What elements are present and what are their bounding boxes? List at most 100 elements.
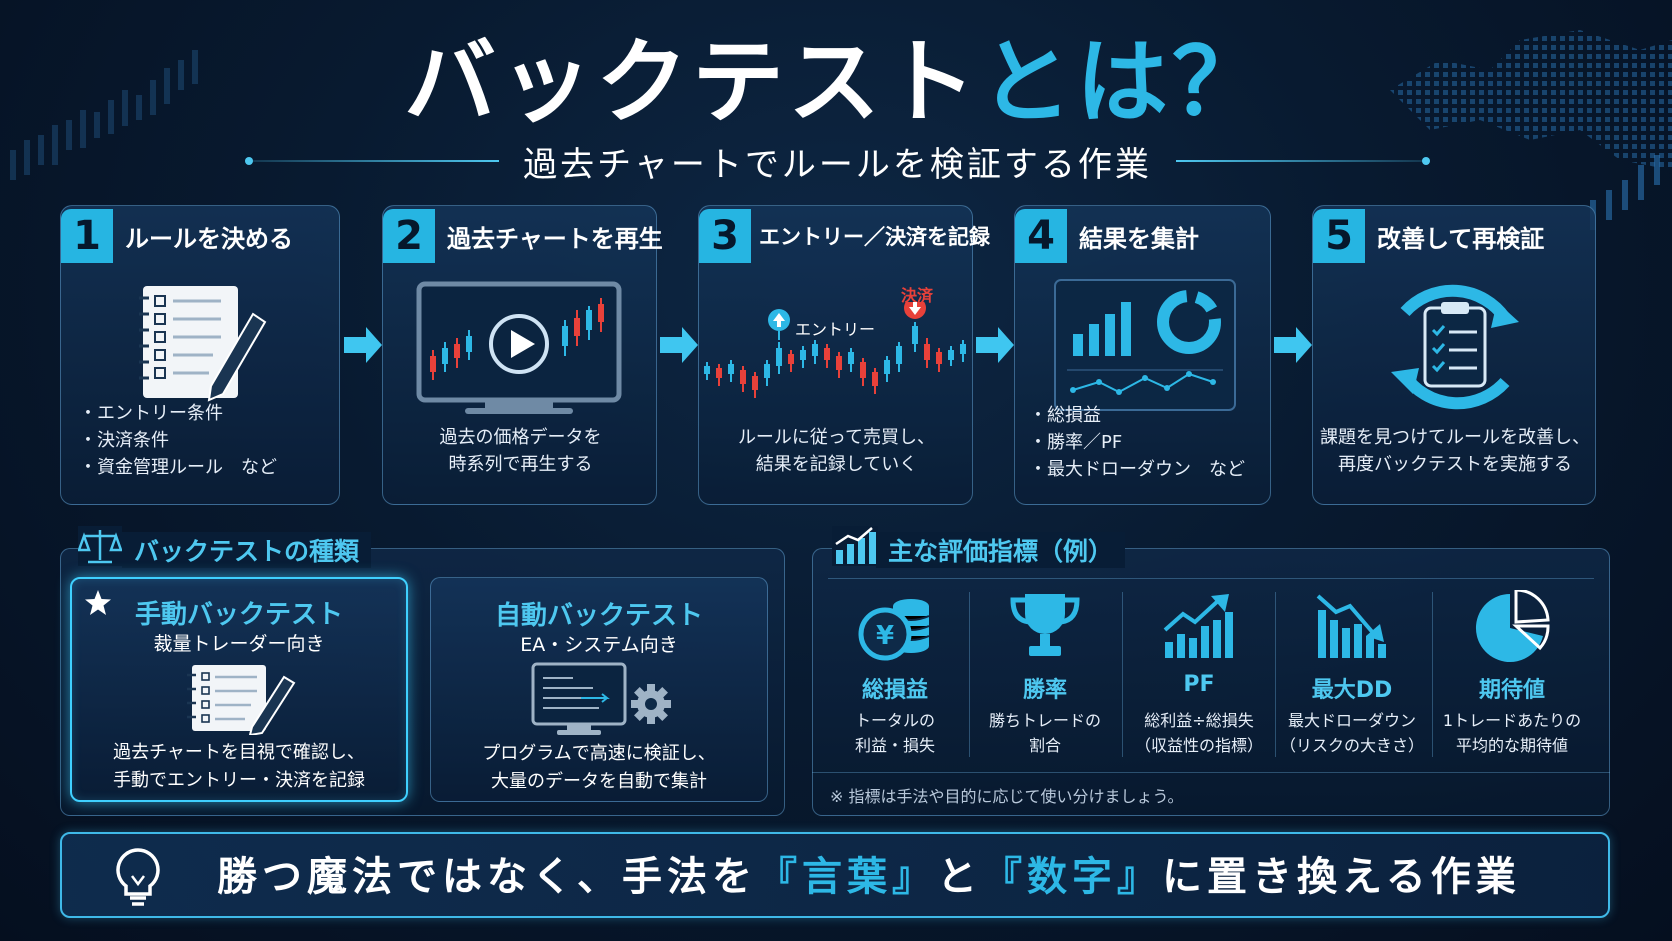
step-line: ・資金管理ルール など (79, 457, 277, 478)
metric-description: トータルの 利益・損失 (820, 708, 970, 758)
auto-backtest-card: 自動バックテスト EA・システム向き プログラムで高速に検証し、 大量のデータを… (430, 577, 768, 802)
metric-description: 最大ドローダウン （リスクの大きさ） (1277, 708, 1427, 758)
metric-separator (969, 592, 970, 757)
bar-chart-icon (832, 526, 878, 566)
metric-win-rate: 勝率 勝ちトレードの 割合 (970, 590, 1120, 760)
step-header: 2 過去チャートを再生 (383, 206, 663, 266)
step-header: 5 改善して再検証 (1313, 206, 1544, 266)
background-world-map (1390, 30, 1672, 170)
card-line: プログラムで高速に検証し、 (482, 743, 716, 764)
step-header: 3 エントリー／決済を記録 (699, 206, 990, 266)
flow-arrow-icon (660, 327, 698, 363)
flow-arrow-icon (344, 327, 382, 363)
summary-part3: に置き換える作業 (1162, 854, 1521, 900)
falling-chart-icon (1316, 594, 1386, 658)
metrics-title: 主な評価指標（例） (876, 532, 1126, 568)
step-number: 2 (383, 209, 435, 263)
auto-backtest-subtitle: EA・システム向き (520, 634, 678, 656)
step-title: 過去チャートを再生 (447, 224, 663, 253)
manual-backtest-title: 手動バックテスト (134, 600, 343, 630)
entry-label: エントリー (795, 320, 876, 339)
star-icon (85, 590, 111, 615)
metric-line: （リスクの大きさ） (1279, 736, 1424, 755)
metric-name: 勝率 (1022, 678, 1067, 703)
title-part1: バックテスト (403, 29, 980, 136)
cycle-clipboard-icon (1391, 284, 1519, 410)
step-line: ・エントリー条件 (79, 403, 223, 424)
metric-description: 総利益÷総損失 （収益性の指標） (1124, 708, 1274, 758)
metric-separator (1432, 592, 1433, 757)
metric-line: 総利益÷総損失 (1144, 711, 1254, 730)
metric-name: 総損益 (861, 678, 928, 703)
dashboard-icon (1054, 279, 1236, 411)
summary-keyword-numbers: 『数字』 (982, 854, 1162, 900)
backtest-types-title: バックテストの種類 (122, 532, 372, 568)
step-title: 改善して再検証 (1377, 224, 1545, 253)
candlestick-chart-icon (704, 302, 966, 398)
metric-name: 最大DD (1311, 678, 1393, 703)
step-description: ルールに従って売買し、 結果を記録していく (699, 424, 974, 478)
step-number: 1 (61, 209, 113, 263)
card-line: 手動でエントリー・決済を記録 (113, 770, 365, 791)
exit-label: 決済 (901, 286, 934, 305)
step-card-4: 4 結果を集計 ・総損益 ・勝率／PF ・最大ドローダウン など (1014, 205, 1271, 505)
lightbulb-icon (116, 848, 160, 906)
step-number: 5 (1313, 209, 1365, 263)
title-part2: とは？ (980, 29, 1269, 136)
metric-pf: PF 総利益÷総損失 （収益性の指標） (1124, 590, 1274, 760)
card-line: 過去チャートを目視で確認し、 (113, 742, 365, 763)
coins-icon: ¥ (858, 599, 930, 661)
summary-banner: 勝つ魔法ではなく、手法を『言葉』と『数字』に置き換える作業 (60, 832, 1610, 918)
step-line: ルールに従って売買し、 (737, 427, 936, 448)
auto-backtest-description: プログラムで高速に検証し、 大量のデータを自動で集計 (431, 740, 767, 796)
subtitle: 過去チャートでルールを検証する作業 (523, 144, 1152, 185)
step-description: 過去の価格データを 時系列で再生する (383, 424, 658, 478)
metrics-note-divider (812, 772, 1610, 773)
auto-backtest-title: 自動バックテスト (494, 601, 703, 631)
metric-line: 利益・損失 (854, 736, 935, 755)
manual-backtest-subtitle: 裁量トレーダー向き (153, 633, 325, 655)
metric-expected-value: 期待値 1トレードあたりの 平均的な期待値 (1437, 590, 1587, 760)
summary-part1: 勝つ魔法ではなく、手法を (217, 854, 757, 900)
pie-chart-icon (1475, 590, 1550, 662)
trophy-icon (1010, 594, 1080, 656)
metrics-inner-divider (828, 578, 1594, 579)
metric-line: 最大ドローダウン (1287, 711, 1416, 730)
subtitle-divider-right (1175, 157, 1431, 165)
step-title: ルールを決める (125, 224, 293, 253)
step-line: 過去の価格データを (439, 427, 602, 448)
step-line: 課題を見つけてルールを改善し、 (1320, 427, 1590, 448)
step-line: 再度バックテストを実施する (1338, 454, 1572, 475)
scale-icon (78, 526, 122, 566)
metric-description: 1トレードあたりの 平均的な期待値 (1437, 708, 1587, 758)
step-card-1: 1 ルールを決める ・エントリー条件 ・決済条件 ・資金管理ルール など (60, 205, 340, 505)
metric-line: 平均的な期待値 (1455, 736, 1568, 755)
metric-separator (1122, 592, 1123, 757)
metric-max-dd: 最大DD 最大ドローダウン （リスクの大きさ） (1277, 590, 1427, 760)
step-card-5: 5 改善して再検証 課題を見つけてルールを改善し、 再度バックテストを実施する (1312, 205, 1596, 505)
metric-name: 期待値 (1478, 678, 1545, 703)
step-number: 4 (1015, 209, 1067, 263)
metric-total-pnl: ¥ 総損益 トータルの 利益・損失 (820, 590, 970, 760)
rising-chart-icon (1163, 594, 1233, 658)
step-title: エントリー／決済を記録 (759, 225, 990, 249)
metric-line: 勝ちトレードの (988, 711, 1101, 730)
metric-line: トータルの (854, 711, 935, 730)
step-card-3: 3 エントリー／決済を記録 決済 エントリー (698, 205, 990, 505)
metric-line: （収益性の指標） (1134, 736, 1263, 755)
flow-arrow-icon (1274, 327, 1312, 363)
page-title: バックテストとは？ (0, 28, 1672, 138)
flow-arrow-icon (976, 327, 1014, 363)
step-line: ・最大ドローダウン など (1029, 459, 1245, 480)
subtitle-row: 過去チャートでルールを検証する作業 (245, 136, 1431, 186)
step-number: 3 (699, 209, 751, 263)
step-description: 課題を見つけてルールを改善し、 再度バックテストを実施する (1313, 424, 1597, 478)
notebook-pen-icon (187, 665, 296, 735)
svg-text:¥: ¥ (876, 621, 894, 651)
metric-separator (1275, 592, 1276, 757)
step-title: 結果を集計 (1079, 224, 1199, 253)
step-line: 結果を記録していく (755, 454, 918, 475)
step-header: 1 ルールを決める (61, 206, 293, 266)
step-description: ・総損益 ・勝率／PF ・最大ドローダウン など (1029, 402, 1245, 483)
step-description: ・エントリー条件 ・決済条件 ・資金管理ルール など (79, 400, 277, 481)
